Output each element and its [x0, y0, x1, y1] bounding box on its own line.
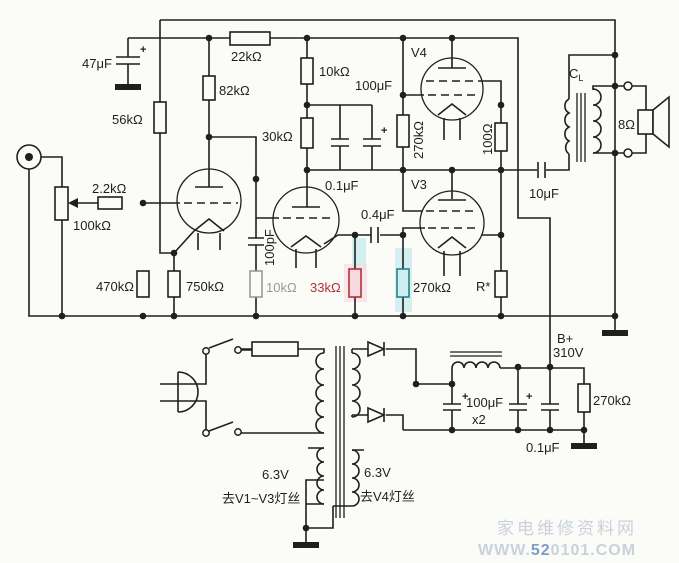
tube-v2: [256, 186, 340, 268]
tube-v3: [419, 190, 485, 276]
label-resistor-10k-faded: 10kΩ: [266, 280, 297, 295]
resistor-22k: [229, 31, 271, 46]
polarity-plus-icon: +: [526, 391, 532, 403]
input-jack: [16, 144, 63, 316]
cap-100uf: [363, 138, 381, 147]
watermark: 家电维修资料网 WWW.520101.COM: [478, 519, 637, 559]
label-resistor-270k-psu: 270kΩ: [593, 393, 631, 408]
ground-symbols: [115, 84, 628, 548]
speaker-terminal: [623, 148, 633, 158]
cap-100pf: [248, 237, 264, 246]
rectifier-diodes: [367, 340, 386, 424]
label-filament-v1-v3: 去V1~V3灯丝: [222, 491, 300, 506]
tube-v1: [143, 168, 242, 254]
resistor-100ohm: [494, 122, 508, 152]
diode-icon: [367, 340, 386, 358]
label-b-plus: B+: [557, 331, 573, 346]
label-resistor-470k: 470kΩ: [96, 279, 134, 294]
polarity-plus-icon: +: [381, 125, 387, 137]
resistor-270k-highlighted: [396, 268, 410, 298]
label-tube-v3: V3: [411, 177, 427, 192]
speaker-body: [637, 109, 654, 135]
label-cap-47uf: 47μF: [82, 56, 112, 71]
label-resistor-22k: 22kΩ: [231, 49, 262, 64]
cap-0-1uf: [331, 138, 349, 147]
resistor-750k: [167, 270, 181, 298]
label-cap-100pf: 100pF: [262, 229, 277, 266]
label-pot-100k: 100kΩ: [73, 218, 111, 233]
ground-icon: [293, 542, 319, 548]
label-cap-0-1uf-psu: 0.1μF: [526, 440, 560, 455]
resistor-r-star: [494, 270, 508, 298]
label-cap-100uf: 100μF: [355, 78, 392, 93]
resistor-270k-v4: [396, 114, 410, 148]
speaker-cone-icon: [652, 95, 670, 149]
resistor-82k: [202, 75, 216, 101]
label-resistor-82k: 82kΩ: [219, 83, 250, 98]
resistor-470k: [136, 270, 150, 298]
label-6-3v-right: 6.3V: [364, 465, 391, 480]
resistor-2-2k: [97, 196, 123, 210]
capacitors: [116, 56, 559, 411]
polarity-plus-icon: +: [140, 44, 146, 56]
output-transformer: [564, 88, 602, 162]
cap-100uf-psu-1: [443, 403, 461, 411]
label-speaker-8ohm: 8Ω: [618, 117, 635, 132]
heater-winding-left: [316, 447, 325, 505]
label-resistor-750k: 750kΩ: [186, 279, 224, 294]
label-resistor-10k-top: 10kΩ: [319, 64, 350, 79]
diode-icon: [367, 406, 386, 424]
ac-plug: [177, 371, 199, 413]
cap-0-1uf-psu: [541, 403, 559, 411]
label-6-3v-left: 6.3V: [262, 467, 289, 482]
cap-10uf: [537, 162, 546, 178]
label-x2: x2: [472, 412, 486, 427]
label-filament-v4: 去V4灯丝: [360, 489, 415, 504]
resistors: [97, 31, 591, 413]
power-transformer: [315, 346, 361, 518]
resistor-270k-psu: [577, 383, 591, 413]
ground-icon: [602, 330, 628, 336]
label-tube-v4: V4: [411, 45, 427, 60]
speaker-terminal: [623, 81, 633, 91]
resistor-10k-faded: [249, 270, 263, 298]
component-labels: 47μF + 22kΩ 82kΩ 56kΩ 10kΩ 100μF + 30kΩ …: [73, 44, 635, 506]
label-resistor-270k-v3: 270kΩ: [413, 280, 451, 295]
label-310v: 310V: [553, 345, 584, 360]
resistor-30k: [300, 117, 314, 149]
power-switch: [202, 346, 242, 437]
label-resistor-270k-v4: 270kΩ: [411, 121, 426, 159]
label-cap-0-4uf: 0.4μF: [361, 207, 395, 222]
junction-dots: [58, 34, 619, 532]
label-resistor-30k: 30kΩ: [262, 129, 293, 144]
ground-icon: [115, 84, 141, 90]
resistor-56k: [153, 101, 167, 134]
watermark-site-name: 家电维修资料网: [497, 519, 637, 538]
resistor-10k-top: [300, 57, 314, 85]
label-resistor-100ohm: 100Ω: [480, 123, 495, 155]
filter-choke: [450, 351, 502, 369]
resistor-33k-highlighted: [348, 268, 362, 298]
label-resistor-2-2k: 2.2kΩ: [92, 181, 127, 196]
watermark-url: WWW.520101.COM: [478, 542, 636, 559]
label-output-transformer: CL: [569, 66, 583, 83]
label-cap-0-1uf: 0.1μF: [325, 178, 359, 193]
label-resistor-33k: 33kΩ: [310, 280, 341, 295]
polarity-plus-icon: +: [462, 391, 468, 403]
label-cap-100uf-psu: 100μF: [466, 395, 503, 410]
label-resistor-56k: 56kΩ: [112, 112, 143, 127]
ground-icon: [571, 443, 597, 449]
heater-winding-right: [351, 449, 360, 507]
tube-v4: [420, 57, 484, 140]
cap-47uf: [116, 56, 140, 65]
volume-potentiometer: [54, 186, 98, 221]
fuse: [251, 341, 299, 357]
wiring: [28, 19, 647, 542]
cap-100uf-psu-2: [509, 403, 527, 411]
label-cap-10uf: 10μF: [529, 186, 559, 201]
cap-0-4uf: [370, 227, 379, 243]
speaker: [623, 81, 670, 158]
label-resistor-r-star: R*: [476, 279, 490, 294]
